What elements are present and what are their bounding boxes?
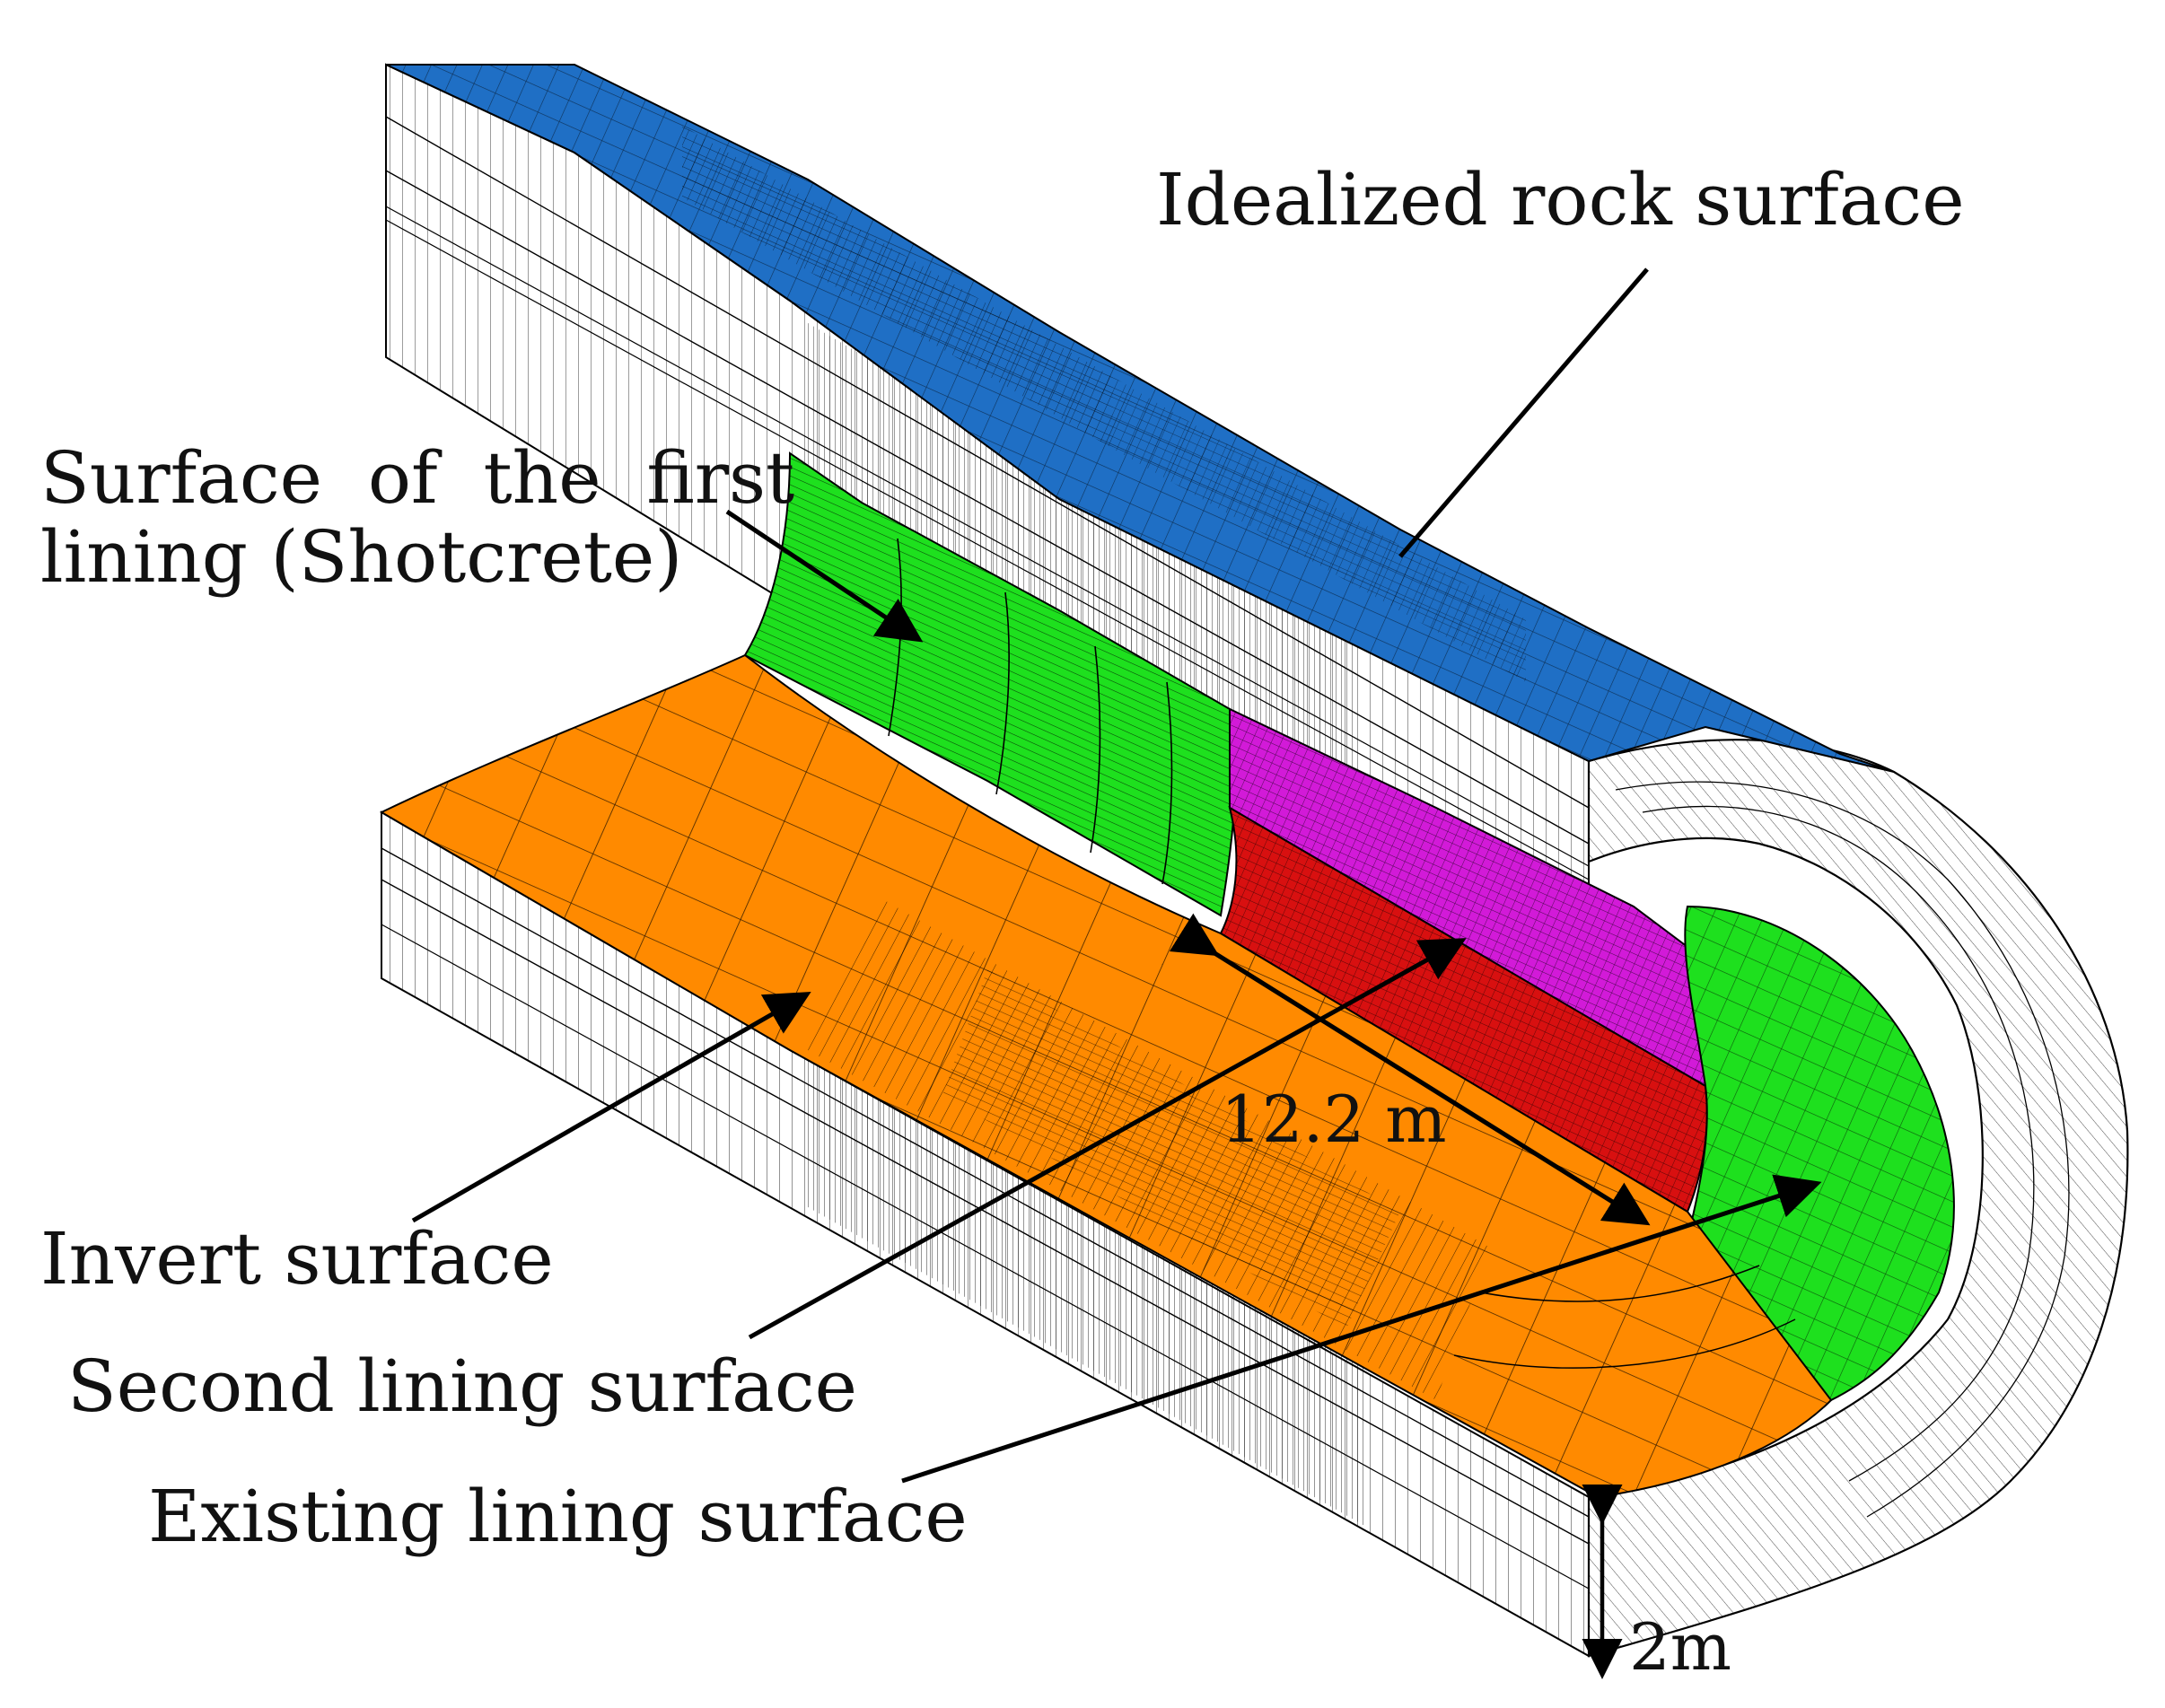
rock-block	[381, 63, 2129, 1658]
label-length-dimension: 12.2 m	[1221, 1082, 1446, 1157]
label-idealized-rock-surface: Idealized rock surface	[1156, 158, 1965, 241]
label-second-lining-surface: Second lining surface	[67, 1345, 857, 1428]
label-first-lining-line2: lining (Shotcrete)	[40, 515, 682, 599]
arrow-idealized-rock	[1398, 267, 1649, 558]
idealized-rock-surface	[385, 64, 1895, 773]
label-first-lining-line1: Surface of the first	[40, 436, 794, 520]
label-invert-surface: Invert surface	[40, 1217, 554, 1301]
arrow-invert	[411, 992, 811, 1223]
first-lining-end	[1684, 905, 1955, 1402]
dimension-markers	[1169, 913, 1651, 1679]
first-lining-surface	[743, 451, 1237, 917]
label-existing-lining-surface: Existing lining surface	[148, 1475, 968, 1558]
label-depth-dimension: 2m	[1629, 1609, 1731, 1685]
arrow-existing-lining	[901, 1174, 1822, 1484]
length-dimension-line	[1169, 913, 1651, 1226]
arrow-first-lining	[725, 509, 924, 643]
